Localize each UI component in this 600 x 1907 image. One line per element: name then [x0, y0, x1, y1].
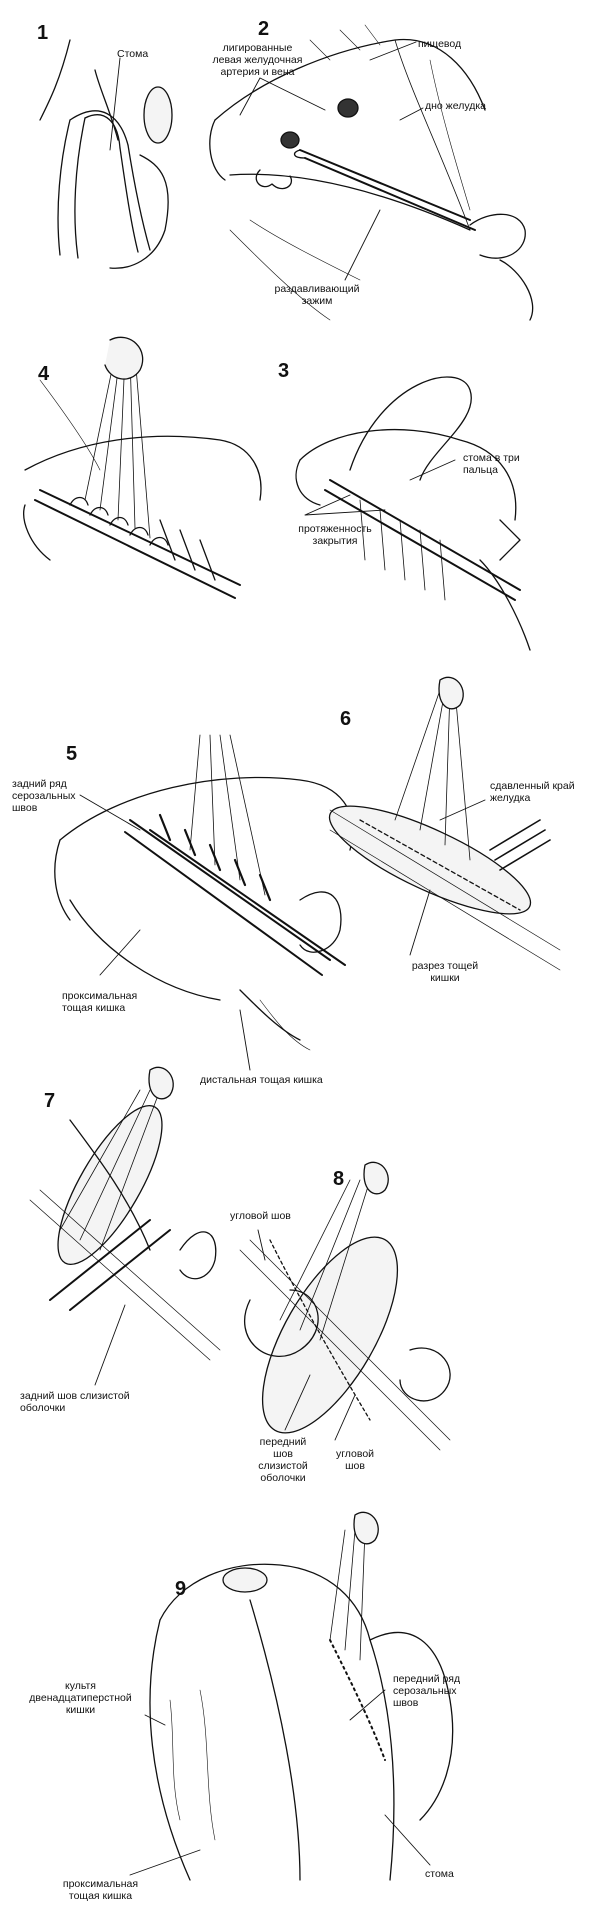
- panel-2-drawing: [209, 24, 534, 321]
- label-esophagus: пищевод: [418, 38, 462, 50]
- label-anterior-mucosal-suture: передний шов слизистой оболочки: [258, 1436, 308, 1484]
- panel-number-5: 5: [66, 743, 78, 765]
- label-closure-length: протяженность закрытия: [298, 523, 372, 547]
- panel-9-drawing: [149, 1511, 454, 1881]
- label-duodenal-stump: культя двенадцатиперстной кишки: [29, 1680, 132, 1716]
- panel-number-8: 8: [333, 1168, 345, 1190]
- label-crushing-clamp: раздавливающий зажим: [274, 283, 360, 307]
- label-angle-suture-top: угловой шов: [230, 1210, 291, 1222]
- panel-number-7: 7: [44, 1090, 56, 1112]
- panel-8-drawing: [239, 1161, 451, 1451]
- panel-number-3: 3: [278, 360, 290, 382]
- panel-6-drawing: [328, 676, 561, 971]
- panel-number-2: 2: [258, 18, 270, 40]
- label-stoma-9: стома: [425, 1868, 454, 1880]
- label-gastric-fundus: дно желудка: [425, 100, 487, 112]
- label-posterior-mucosal-suture: задний шов слизистой оболочки: [20, 1390, 130, 1414]
- label-three-finger-stoma: стома в три пальца: [463, 452, 520, 476]
- panel-number-9: 9: [175, 1578, 187, 1600]
- panel-number-4: 4: [38, 363, 50, 385]
- label-stoma-1: Стома: [117, 48, 149, 60]
- label-proximal-jejunum-5: проксимальная тощая кишка: [62, 990, 138, 1014]
- label-angle-suture-bottom: угловой шов: [335, 1448, 375, 1472]
- label-posterior-serosal-row: задний ряд серозальных швов: [12, 778, 76, 814]
- label-proximal-jejunum-9: проксимальная тощая кишка: [62, 1878, 139, 1902]
- panel-number-1: 1: [37, 22, 49, 44]
- label-ligated-gastric-vessels: лигированные левая желудочная артерия и …: [212, 42, 303, 78]
- panel-3-drawing: [295, 376, 531, 651]
- leader-lines: [79, 41, 486, 1876]
- panel-1-drawing: [39, 39, 173, 269]
- label-anterior-serosal-row: передний ряд серозальных швов: [393, 1673, 461, 1709]
- panel-7-drawing: [29, 1066, 221, 1361]
- label-jejunal-incision: разрез тощей кишки: [411, 960, 479, 984]
- panel-number-6: 6: [340, 708, 352, 730]
- label-compressed-gastric-edge: сдавленный край желудка: [490, 780, 575, 804]
- panel-4-drawing: [23, 336, 262, 599]
- label-distal-jejunum: дистальная тощая кишка: [200, 1074, 323, 1086]
